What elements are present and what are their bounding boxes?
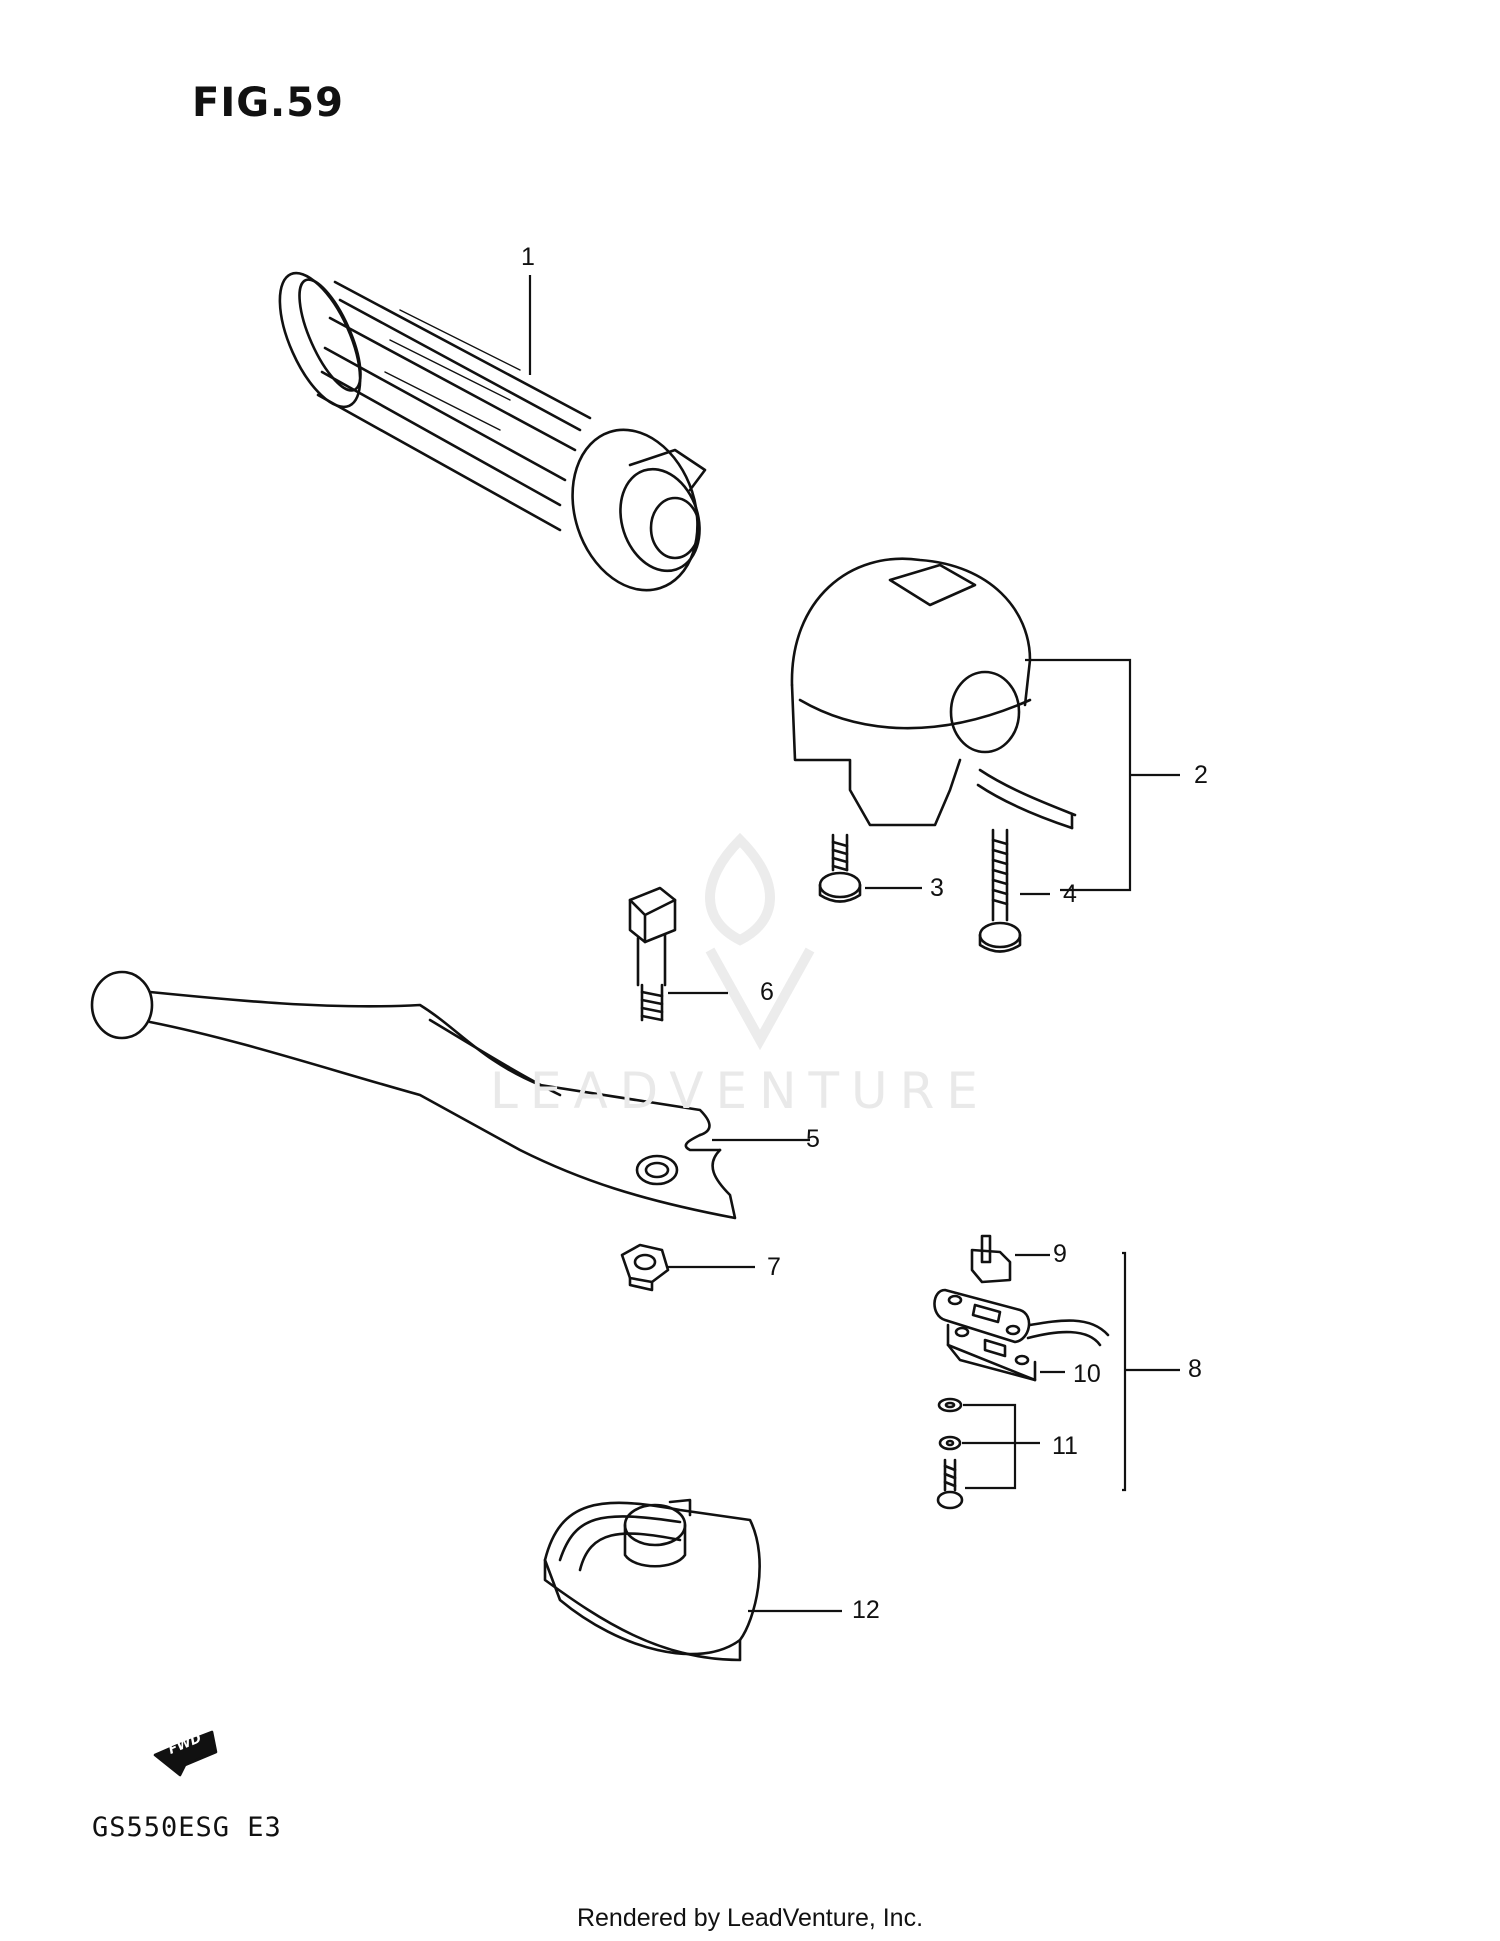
model-code: GS550ESG E3 xyxy=(92,1812,282,1843)
callout-2: 2 xyxy=(1194,761,1208,789)
callout-8: 8 xyxy=(1188,1355,1202,1383)
callout-12: 12 xyxy=(852,1596,880,1624)
long-screw-part xyxy=(978,828,1022,953)
callout-7: 7 xyxy=(767,1253,781,1281)
callout-6: 6 xyxy=(760,978,774,1006)
figure-title: FIG.59 xyxy=(192,80,344,126)
fwd-arrow-icon xyxy=(153,1730,218,1777)
leader-8 xyxy=(1122,1251,1180,1492)
lever-part xyxy=(90,970,737,1220)
nut-part xyxy=(620,1243,670,1292)
callout-3: 3 xyxy=(930,874,944,902)
switch-plate-part xyxy=(933,1288,1110,1382)
footer-credit: Rendered by LeadVenture, Inc. xyxy=(576,1904,924,1932)
switch-plunger-part xyxy=(970,1234,1012,1284)
screw-washers-part xyxy=(936,1397,964,1510)
short-screw-part xyxy=(818,833,862,903)
callout-5: 5 xyxy=(806,1125,820,1153)
pivot-bolt-part xyxy=(628,886,677,1022)
callout-4: 4 xyxy=(1063,880,1077,908)
grip-part xyxy=(278,271,707,592)
watermark-logo xyxy=(705,832,815,1051)
watermark-text: LEADVENTURE xyxy=(490,1062,990,1120)
callout-10: 10 xyxy=(1073,1360,1101,1388)
leader-lines xyxy=(528,275,1180,1613)
callout-1: 1 xyxy=(521,243,535,271)
cover-part xyxy=(543,1498,761,1662)
switch-housing-part xyxy=(790,557,1077,830)
callout-9: 9 xyxy=(1053,1240,1067,1268)
callout-11: 11 xyxy=(1052,1432,1078,1460)
leader-11 xyxy=(962,1403,1040,1490)
leader-2 xyxy=(1025,658,1180,892)
